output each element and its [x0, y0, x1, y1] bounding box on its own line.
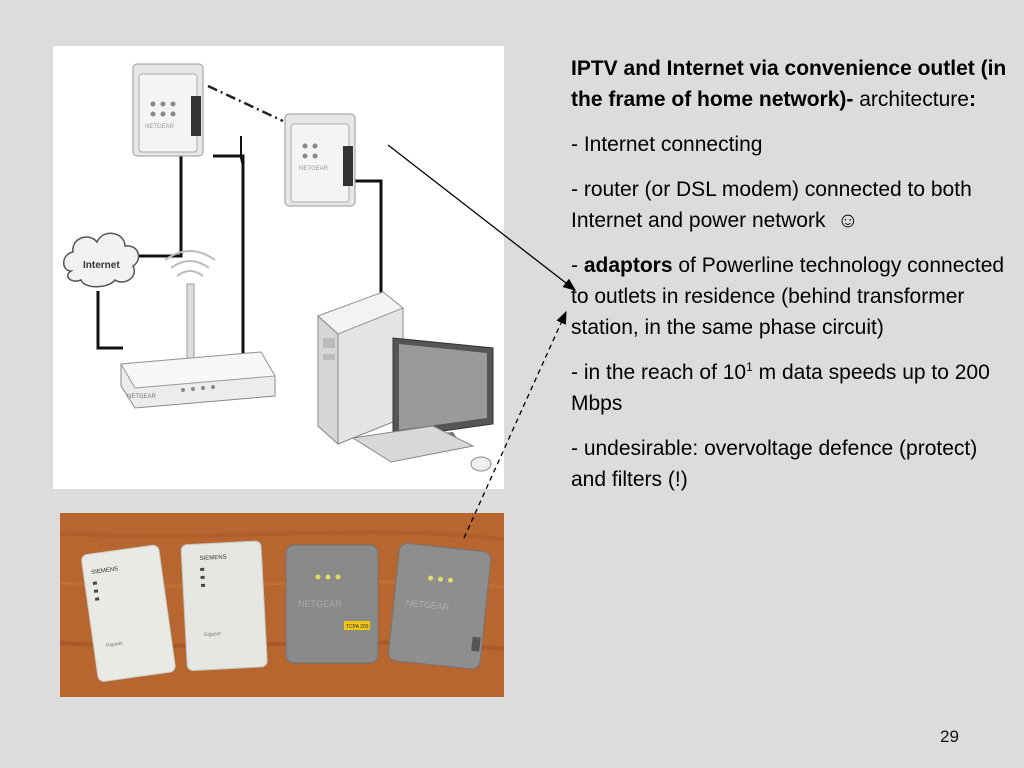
adapters-photo: SIEMENS Gigaset SIEMENS Gigaset NETGEAR …: [60, 513, 504, 697]
netgear-adapter-2: NETGEAR: [388, 542, 492, 670]
svg-text:NETGEAR: NETGEAR: [298, 599, 342, 609]
internet-cloud-icon: Internet: [63, 232, 140, 288]
title-normal-text: architecture: [853, 88, 969, 111]
network-diagram: NETGEAR NETGEAR Internet NETGEAR: [53, 46, 504, 489]
bullet-internet-connecting: - Internet connecting: [571, 133, 763, 156]
svg-text:NETGEAR: NETGEAR: [127, 394, 157, 400]
bullet-reach-rest: m data speeds up to 200 Mbps: [571, 361, 990, 415]
title-bold-text: IPTV and Internet via convenience outlet…: [571, 57, 1007, 111]
svg-text:Internet: Internet: [83, 260, 120, 271]
bullet-router: - router (or DSL modem) connected to bot…: [571, 174, 1016, 236]
bullet-reach: - in the reach of 101 m data speeds up t…: [571, 357, 1016, 419]
bullet-router-text: - router (or DSL modem) connected to bot…: [571, 178, 972, 232]
bullet-adaptors-prefix: -: [571, 254, 584, 277]
slide-text: IPTV and Internet via convenience outlet…: [571, 53, 1016, 509]
svg-text:SIEMENS: SIEMENS: [200, 555, 227, 562]
svg-text:SIEMENS: SIEMENS: [91, 566, 119, 576]
bullet-adaptors-bold: adaptors: [583, 254, 673, 277]
adapters-photo-illustration: SIEMENS Gigaset SIEMENS Gigaset NETGEAR …: [60, 513, 504, 697]
siemens-adapter-2: SIEMENS Gigaset: [180, 540, 268, 671]
svg-text:NETGEAR: NETGEAR: [299, 166, 329, 172]
powerline-adapter-2: NETGEAR: [284, 113, 356, 207]
page-number: 29: [940, 727, 959, 746]
desktop-computer: [317, 291, 494, 472]
siemens-adapter-1: SIEMENS Gigaset: [81, 544, 176, 682]
bullet-adaptors-rest: of Powerline technology connected to out…: [571, 254, 1005, 339]
smiley-icon: ☺: [837, 209, 859, 232]
netgear-adapter-1: NETGEAR TCPA 200: [285, 544, 379, 664]
svg-text:Gigaset: Gigaset: [105, 640, 124, 648]
svg-text:NETGEAR: NETGEAR: [405, 598, 450, 613]
slide-title: IPTV and Internet via convenience outlet…: [571, 53, 1016, 115]
svg-text:Gigaset: Gigaset: [203, 631, 221, 638]
powerline-adapter-1: NETGEAR: [132, 63, 204, 157]
bullet-reach-prefix: - in the reach of 10: [571, 361, 747, 384]
svg-text:NETGEAR: NETGEAR: [145, 124, 175, 130]
network-diagram-illustration: NETGEAR NETGEAR Internet NETGEAR: [63, 63, 494, 472]
title-colon: :: [968, 88, 976, 111]
bullet-undesirable: - undesirable: overvoltage defence (prot…: [571, 437, 978, 491]
bullet-adaptors: - adaptors of Powerline technology conne…: [571, 250, 1016, 343]
wifi-router: NETGEAR: [120, 250, 276, 409]
bullet-reach-exponent: 1: [746, 360, 753, 374]
svg-text:TCPA 200: TCPA 200: [346, 624, 369, 630]
